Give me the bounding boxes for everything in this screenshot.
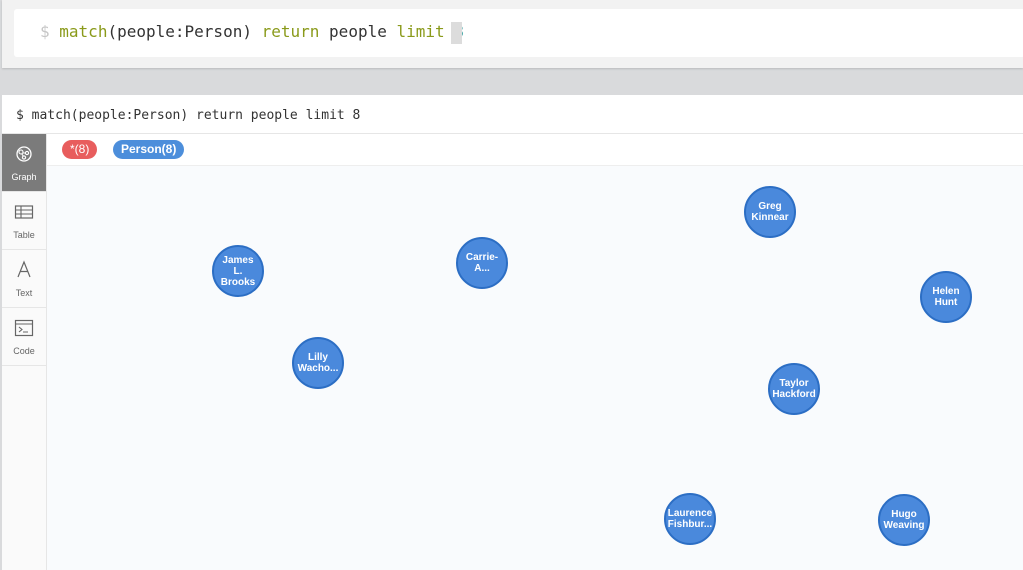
editor-prompt: $	[40, 22, 50, 41]
graph-node[interactable]: Helen Hunt	[920, 271, 972, 323]
graph-node[interactable]: Hugo Weaving	[878, 494, 930, 546]
sidebar-item-label: Code	[13, 346, 35, 356]
editor-label: Person	[184, 22, 243, 41]
editor-paren-open: (	[107, 22, 118, 41]
sidebar-item-graph[interactable]: Graph	[2, 134, 46, 192]
sidebar-item-code[interactable]: Code	[2, 308, 46, 366]
graph-node[interactable]: Greg Kinnear	[744, 186, 796, 238]
graph-node[interactable]: Taylor Hackford	[768, 363, 820, 415]
code-icon	[14, 319, 34, 337]
table-icon	[14, 205, 34, 219]
frame-query-text[interactable]: $ match(people:Person) return people lim…	[16, 108, 361, 123]
sidebar-item-text[interactable]: Text	[2, 250, 46, 308]
editor-keyword-match: match	[59, 22, 108, 41]
sidebar-item-table[interactable]: Table	[2, 192, 46, 250]
editor-variable: people	[117, 22, 175, 41]
query-editor-bar: $ match(people:Person) return people lim…	[2, 0, 1023, 68]
editor-return-variable: people	[329, 22, 387, 41]
query-editor-input[interactable]	[14, 9, 1023, 57]
editor-colon: :	[174, 22, 185, 41]
graph-node[interactable]: Carrie-A...	[456, 237, 508, 289]
graph-node[interactable]: Lilly Wacho...	[292, 337, 344, 389]
query-editor-text[interactable]: $ match(people:Person) return people lim…	[40, 22, 464, 42]
all-nodes-badge[interactable]: *(8)	[62, 140, 98, 159]
editor-keyword-limit: limit	[396, 22, 445, 41]
editor-paren-close: )	[242, 22, 252, 41]
graph-node[interactable]: Laurence Fishbur...	[664, 493, 716, 545]
text-icon	[17, 260, 31, 278]
text-cursor	[451, 22, 462, 44]
person-label-badge[interactable]: Person(8)	[113, 140, 185, 159]
sidebar-item-label: Graph	[11, 172, 37, 182]
sidebar-item-label: Text	[15, 288, 33, 298]
graph-node[interactable]: James L. Brooks	[212, 245, 264, 297]
graph-icon	[16, 146, 32, 162]
label-legend: *(8) Person(8)	[47, 134, 1023, 166]
sidebar-item-label: Table	[13, 230, 35, 240]
view-sidebar: Graph Table Text Code	[2, 134, 47, 570]
frame-header: $ match(people:Person) return people lim…	[2, 95, 1023, 134]
graph-canvas[interactable]: Greg Kinnear James L. Brooks Carrie-A...…	[47, 166, 1023, 570]
editor-keyword-return: return	[261, 22, 320, 41]
result-frame: $ match(people:Person) return people lim…	[2, 95, 1023, 570]
